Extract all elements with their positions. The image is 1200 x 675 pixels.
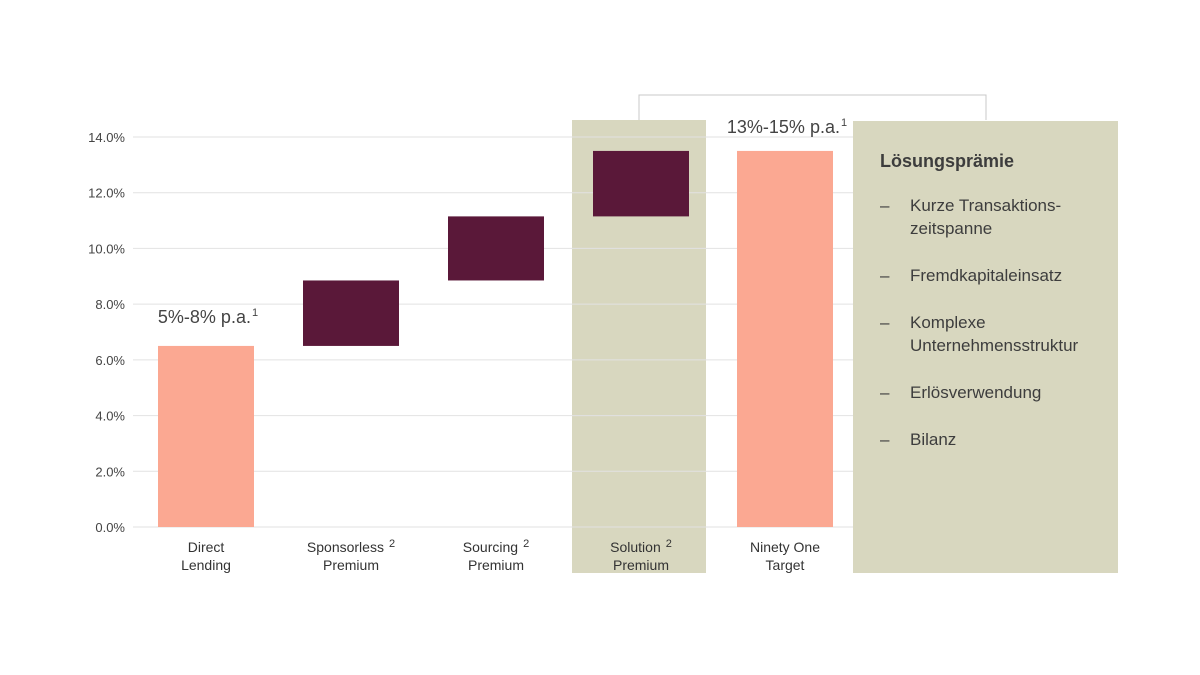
list-item-text: Erlösverwendung xyxy=(910,383,1042,402)
list-item-text: Kurze Transaktions- zeitspanne xyxy=(910,196,1062,238)
range-annotation: 5%-8% p.a.1 xyxy=(158,307,258,327)
x-category-label: Ninety One xyxy=(750,539,820,555)
list-dash: – xyxy=(880,313,890,332)
list-dash: – xyxy=(880,430,890,449)
x-category-label-line2: Premium xyxy=(323,557,379,573)
x-category-label-line2: Premium xyxy=(468,557,524,573)
bar-total xyxy=(737,150,833,527)
bar-increment xyxy=(303,280,399,346)
y-tick-label: 8.0% xyxy=(95,297,125,312)
bar-increment xyxy=(593,150,689,217)
list-item-text: Bilanz xyxy=(910,430,957,449)
panel-list-item: – Fremdkapitaleinsatz xyxy=(880,264,1098,287)
y-tick-label: 12.0% xyxy=(88,186,125,201)
list-dash: – xyxy=(880,383,890,402)
list-item-text: Komplexe Unternehmensstruktur xyxy=(910,313,1079,355)
panel-list-item: – Komplexe Unternehmensstruktur xyxy=(880,311,1098,357)
bar-total xyxy=(158,345,254,527)
range-annotation: 13%-15% p.a.1 xyxy=(727,117,847,137)
panel-list-item: – Bilanz xyxy=(880,428,1098,451)
y-tick-label: 10.0% xyxy=(88,241,125,256)
list-item-text: Fremdkapitaleinsatz xyxy=(910,266,1063,285)
x-category-label: Direct xyxy=(188,539,225,555)
y-tick-label: 6.0% xyxy=(95,353,125,368)
x-category-label-line2: Lending xyxy=(181,557,231,573)
x-category-label-line2: Premium xyxy=(613,557,669,573)
y-tick-label: 14.0% xyxy=(88,130,125,145)
solution-premium-panel: Lösungsprämie – Kurze Transaktions- zeit… xyxy=(853,121,1118,573)
solution-bracket xyxy=(638,94,987,120)
panel-list-item: – Erlösverwendung xyxy=(880,381,1098,404)
y-tick-label: 4.0% xyxy=(95,409,125,424)
list-dash: – xyxy=(880,266,890,285)
bar-increment xyxy=(448,216,544,281)
panel-title: Lösungsprämie xyxy=(880,151,1015,171)
list-dash: – xyxy=(880,196,890,215)
y-tick-label: 0.0% xyxy=(95,520,125,535)
panel-list-item: – Kurze Transaktions- zeitspanne xyxy=(880,194,1098,240)
x-category-label-line2: Target xyxy=(766,557,805,573)
y-tick-label: 2.0% xyxy=(95,464,125,479)
panel-list: – Kurze Transaktions- zeitspanne – Fremd… xyxy=(880,194,1098,451)
